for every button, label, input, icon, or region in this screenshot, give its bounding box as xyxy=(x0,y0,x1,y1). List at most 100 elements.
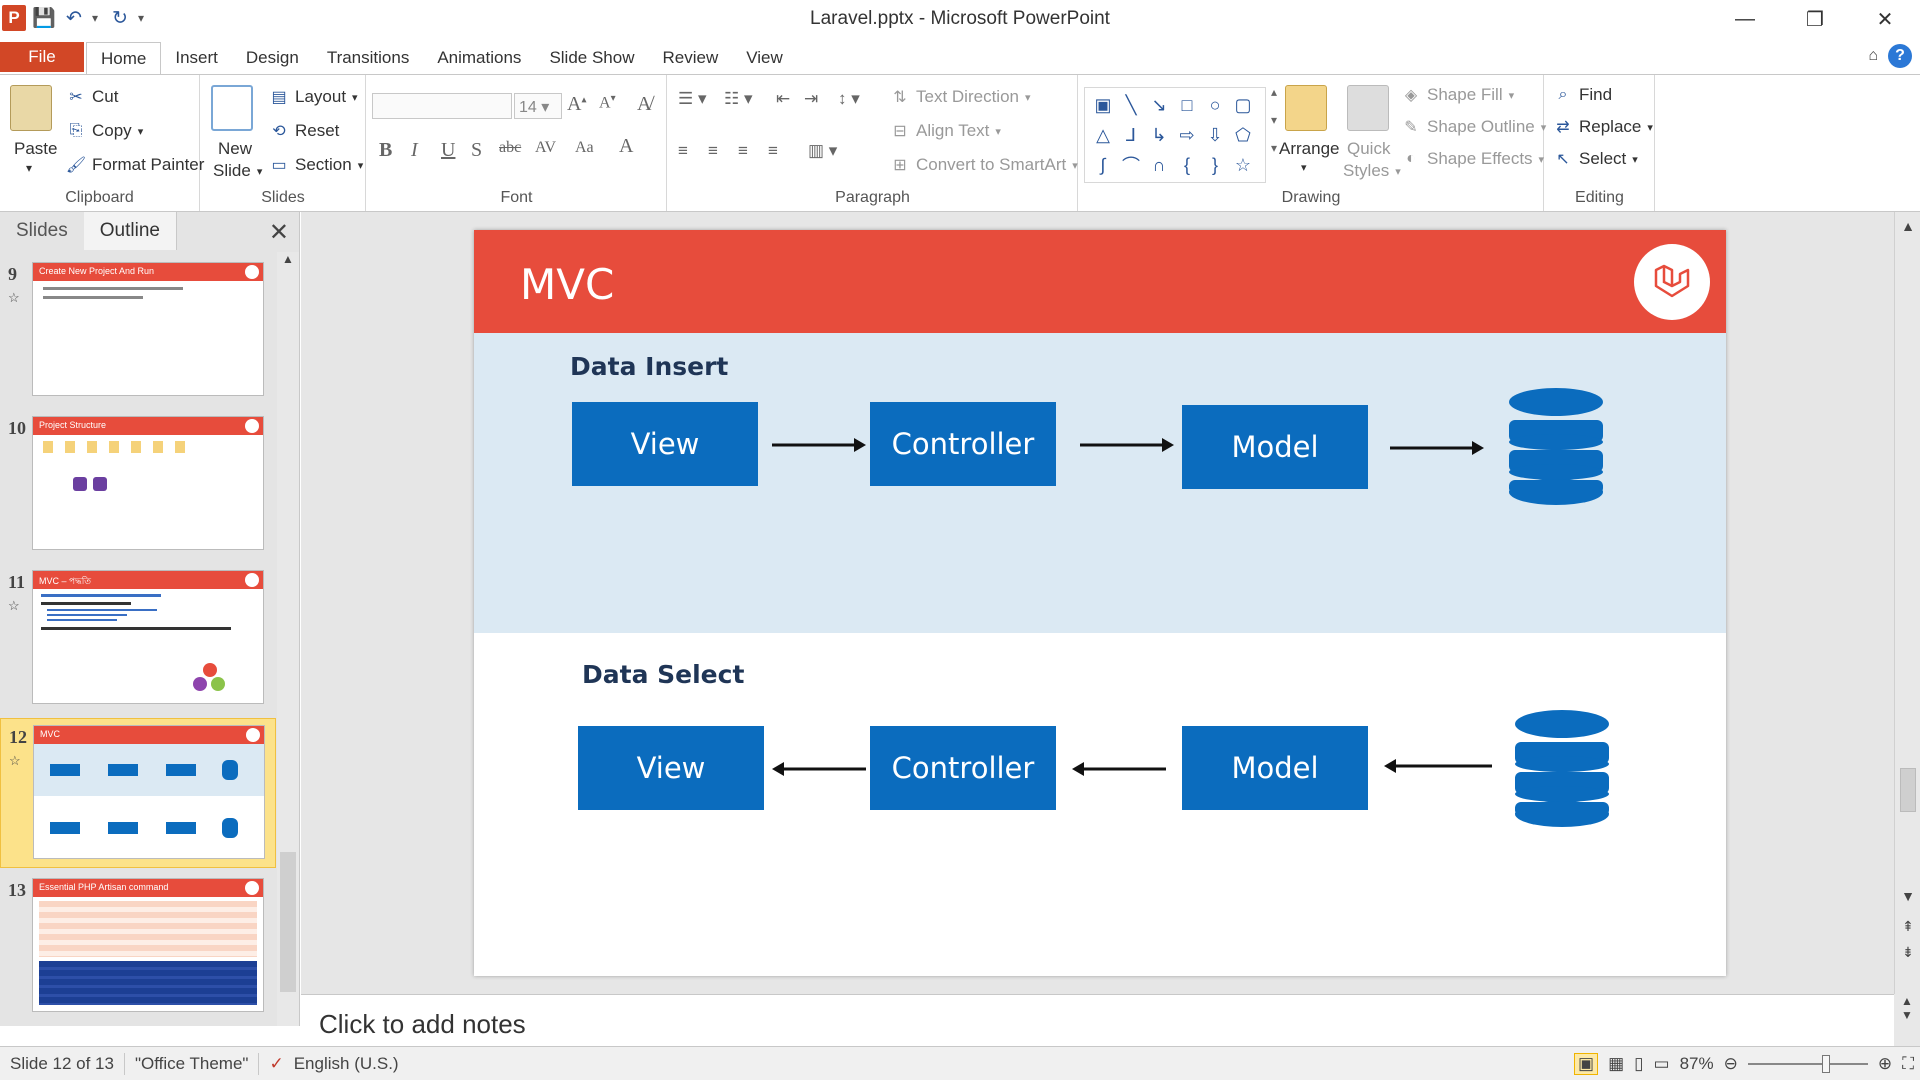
shape-outline-button[interactable]: ✎Shape Outline▾ xyxy=(1401,117,1546,137)
slide-canvas[interactable]: MVC Data Insert View Controller Model Da… xyxy=(474,230,1726,976)
tab-file[interactable]: File xyxy=(0,42,84,72)
panel-scroll-thumb[interactable] xyxy=(280,852,296,992)
left-brace-icon[interactable]: { xyxy=(1183,154,1190,175)
reset-button[interactable]: ⟲Reset xyxy=(269,121,339,141)
bullets-icon[interactable]: ☰ ▾ xyxy=(678,89,707,108)
rounded-rect-shape-icon[interactable]: ▢ xyxy=(1234,94,1252,115)
slideshow-icon[interactable]: ▭ xyxy=(1653,1054,1670,1073)
align-text-button[interactable]: ⊟Align Text▾ xyxy=(890,121,1001,141)
change-case-icon[interactable]: Aa xyxy=(575,139,594,156)
down-arrow-shape-icon[interactable]: ⇩ xyxy=(1207,124,1223,145)
tab-review[interactable]: Review xyxy=(662,48,719,67)
clear-formatting-icon[interactable]: A̸ xyxy=(637,93,652,115)
paste-dropdown-icon[interactable]: ▾ xyxy=(26,161,33,175)
copy-button[interactable]: ⎘Copy▾ xyxy=(66,121,144,141)
curve-shape-icon[interactable]: ⌒ xyxy=(1122,156,1140,176)
curved-connector-icon[interactable]: ∫ xyxy=(1100,154,1106,175)
slide-thumbnail[interactable]: 13 Essential PHP Artisan command xyxy=(0,872,276,1022)
shape-fill-button[interactable]: ◈Shape Fill▾ xyxy=(1401,85,1514,105)
insert-view-box[interactable]: View xyxy=(572,402,758,486)
justify-icon[interactable]: ≡ xyxy=(768,141,778,160)
close-panel-icon[interactable]: ✕ xyxy=(268,219,289,246)
arrange-dropdown-icon[interactable]: ▾ xyxy=(1301,162,1307,174)
paste-icon[interactable] xyxy=(10,85,52,131)
decrease-indent-icon[interactable]: ⇤ xyxy=(776,89,791,108)
new-slide-button[interactable]: New xyxy=(218,139,253,158)
editor-scrollbar[interactable]: ▲ ▼ ⇞ ⇟ xyxy=(1894,212,1920,994)
columns-icon[interactable]: ▥ ▾ xyxy=(808,141,838,160)
slide-title[interactable]: MVC xyxy=(520,260,615,309)
next-slide-icon[interactable]: ⇟ xyxy=(1902,944,1914,960)
triangle-shape-icon[interactable]: △ xyxy=(1096,124,1110,145)
zoom-in-icon[interactable]: ⊕ xyxy=(1877,1054,1893,1073)
star-shape-icon[interactable]: ☆ xyxy=(1234,154,1252,175)
convert-smartart-button[interactable]: ⊞Convert to SmartArt▾ xyxy=(890,155,1077,175)
close-button[interactable]: ✕ xyxy=(1876,8,1894,31)
section-button[interactable]: ▭Section▾ xyxy=(269,155,363,175)
notes-scrollbar[interactable]: ▲ ▼ xyxy=(1894,994,1920,1046)
underline-icon[interactable]: U xyxy=(441,139,456,161)
grow-font-icon[interactable]: A▴ xyxy=(567,93,587,115)
right-arrow-shape-icon[interactable]: ⇨ xyxy=(1179,124,1195,145)
line-spacing-icon[interactable]: ↕ ▾ xyxy=(838,89,860,108)
line-shape-icon[interactable]: ╲ xyxy=(1125,94,1137,115)
select-controller-box[interactable]: Controller xyxy=(870,726,1056,810)
numbering-icon[interactable]: ☷ ▾ xyxy=(724,89,753,108)
layout-button[interactable]: ▤Layout▾ xyxy=(269,87,357,107)
increase-indent-icon[interactable]: ⇥ xyxy=(804,89,819,108)
data-select-title[interactable]: Data Select xyxy=(582,660,745,689)
slide-thumbnail[interactable]: 11 ☆ MVC – পদ্ধতি xyxy=(0,564,276,714)
previous-slide-icon[interactable]: ⇞ xyxy=(1902,918,1914,934)
font-family-select[interactable] xyxy=(372,93,512,119)
shadow-icon[interactable]: S xyxy=(471,139,483,161)
elbow-connector-icon[interactable]: ⅃ xyxy=(1125,124,1137,145)
customize-toolbar-icon[interactable]: ▾ xyxy=(138,11,145,25)
tab-view[interactable]: View xyxy=(746,48,783,67)
arc-shape-icon[interactable]: ∩ xyxy=(1152,154,1166,175)
fit-to-window-icon[interactable]: ⛶ xyxy=(1902,1054,1914,1073)
insert-model-box[interactable]: Model xyxy=(1182,405,1368,489)
rectangle-shape-icon[interactable]: □ xyxy=(1181,94,1193,115)
shapes-scroll[interactable]: ▴▾▾ xyxy=(1271,85,1278,155)
zoom-level[interactable]: 87% xyxy=(1679,1054,1714,1073)
notes-scroll-down-icon[interactable]: ▼ xyxy=(1901,1008,1913,1022)
help-icon[interactable]: ? xyxy=(1888,44,1912,68)
align-center-icon[interactable]: ≡ xyxy=(708,141,718,160)
textbox-shape-icon[interactable]: ▣ xyxy=(1094,94,1112,115)
scroll-down-icon[interactable]: ▼ xyxy=(1901,888,1915,904)
align-right-icon[interactable]: ≡ xyxy=(738,141,748,160)
arrange-icon[interactable] xyxy=(1285,85,1327,131)
undo-dropdown-icon[interactable]: ▾ xyxy=(92,11,99,25)
quick-styles-button[interactable]: Quick xyxy=(1347,139,1391,158)
panel-scrollbar[interactable]: ▲ xyxy=(277,252,299,1026)
tab-transitions[interactable]: Transitions xyxy=(326,48,410,67)
slide-thumbnail[interactable]: 9 ☆ Create New Project And Run xyxy=(0,256,276,406)
zoom-slider-knob[interactable] xyxy=(1821,1055,1830,1073)
tab-outline[interactable]: Outline xyxy=(83,212,177,250)
font-color-icon[interactable]: A xyxy=(619,135,634,157)
align-left-icon[interactable]: ≡ xyxy=(678,141,688,160)
tab-animations[interactable]: Animations xyxy=(437,48,522,67)
new-slide-icon[interactable] xyxy=(211,85,253,131)
normal-view-icon[interactable]: ▣ xyxy=(1574,1053,1599,1075)
strikethrough-icon[interactable]: abc xyxy=(499,139,522,156)
oval-shape-icon[interactable]: ○ xyxy=(1209,94,1221,115)
redo-icon[interactable]: ↻ xyxy=(112,7,128,29)
select-button[interactable]: ↖Select▾ xyxy=(1553,149,1637,169)
text-direction-button[interactable]: ⇅Text Direction▾ xyxy=(890,87,1030,107)
zoom-out-icon[interactable]: ⊖ xyxy=(1723,1054,1738,1073)
bold-icon[interactable]: B xyxy=(379,139,393,161)
zoom-slider[interactable] xyxy=(1747,1055,1868,1073)
slide-thumbnail-selected[interactable]: 12 ☆ MVC xyxy=(0,718,276,868)
scroll-up-icon[interactable]: ▲ xyxy=(1901,218,1915,234)
slide-sorter-icon[interactable]: ▦ xyxy=(1608,1054,1625,1073)
shrink-font-icon[interactable]: A▾ xyxy=(599,93,616,112)
slide-thumbnail[interactable]: 10 Project Structure xyxy=(0,410,276,560)
restore-button[interactable]: ❐ xyxy=(1806,8,1824,31)
minimize-ribbon-icon[interactable]: ⌂ xyxy=(1868,47,1878,64)
cut-button[interactable]: ✂Cut xyxy=(66,87,118,107)
arrange-button[interactable]: Arrange xyxy=(1279,139,1340,158)
tab-home[interactable]: Home xyxy=(86,42,162,74)
scroll-up-icon[interactable]: ▲ xyxy=(282,252,294,266)
tab-insert[interactable]: Insert xyxy=(175,48,218,67)
